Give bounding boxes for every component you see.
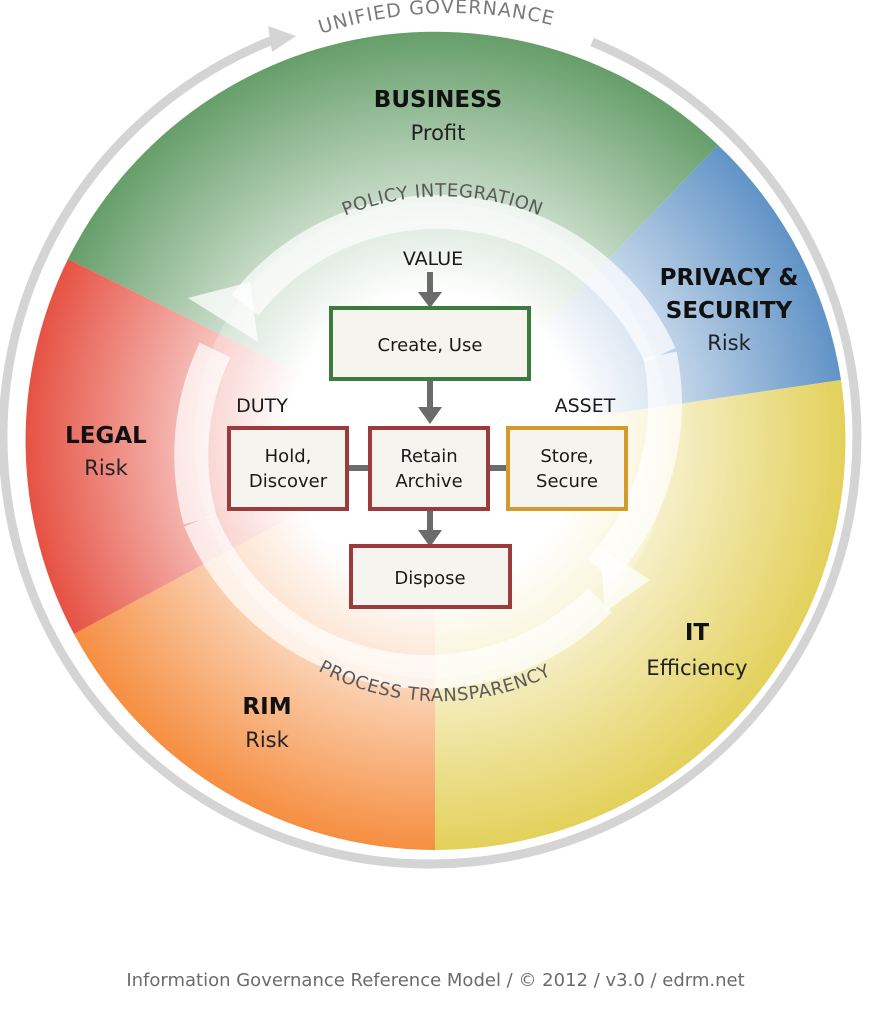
box-hold-discover-frame — [227, 426, 349, 511]
box-store-secure: Store, Secure — [506, 426, 628, 511]
box-create-use-frame — [329, 306, 531, 381]
box-retain-archive-frame — [368, 426, 490, 511]
box-dispose: Dispose — [349, 544, 512, 609]
box-retain-archive-line-2: Archive — [395, 471, 462, 492]
box-retain-archive-line-1: Retain — [400, 446, 457, 467]
box-create-use-text: Create, Use — [378, 335, 483, 356]
value-arrowhead — [418, 292, 442, 308]
box-hold-discover-line-1: Hold, — [265, 446, 312, 467]
legal-subtitle: Risk — [84, 456, 128, 480]
box-hold-discover: Hold, Discover — [227, 426, 349, 511]
inner-ring-arc-left — [174, 342, 231, 525]
outer-ring-arrowhead — [268, 26, 296, 52]
inner-ring-arc-right — [587, 351, 682, 582]
inner-ring-arc-bottom — [184, 513, 613, 689]
box-dispose-frame — [349, 544, 512, 609]
it-title: IT — [685, 620, 710, 646]
it-subtitle: Efficiency — [646, 656, 747, 680]
inner-ring-arc-top — [231, 194, 676, 363]
outer-ring-arc-left — [0, 33, 862, 869]
sector-rim — [74, 440, 435, 850]
duty-label: DUTY — [236, 395, 288, 417]
privacy-title-line-1: PRIVACY & — [660, 265, 799, 291]
box-create-use: Create, Use — [329, 306, 531, 381]
box-hold-discover-line-2: Discover — [249, 471, 328, 492]
sector-labels: BUSINESS Profit PRIVACY & SECURITY Risk … — [65, 87, 798, 752]
privacy-subtitle: Risk — [707, 331, 751, 355]
footer-caption: Information Governance Reference Model /… — [126, 970, 745, 991]
rim-subtitle: Risk — [245, 728, 289, 752]
sectors — [25, 31, 846, 851]
box-dispose-text: Dispose — [394, 568, 465, 589]
business-title: BUSINESS — [374, 87, 502, 113]
inner-ring-arrowhead-bottom-right — [600, 548, 650, 612]
box-store-secure-frame — [506, 426, 628, 511]
box-store-secure-line-1: Store, — [540, 446, 593, 467]
privacy-title-line-2: SECURITY — [666, 298, 793, 324]
inner-ring: POLICY INTEGRATION PROCESS TRANSPARENCY — [174, 180, 682, 706]
flow-connectors — [347, 272, 508, 547]
inner-ring-arrowhead-top-left — [188, 282, 258, 342]
box-store-secure-line-2: Secure — [536, 471, 598, 492]
asset-label: ASSET — [555, 395, 616, 417]
create-retain-arrowhead — [418, 407, 442, 424]
sector-business — [68, 31, 718, 440]
rim-title: RIM — [242, 694, 291, 720]
box-retain-archive: Retain Archive — [368, 426, 490, 511]
value-label: VALUE — [403, 248, 463, 270]
legal-title: LEGAL — [65, 423, 147, 449]
retain-dispose-arrowhead — [418, 530, 442, 547]
business-subtitle: Profit — [411, 121, 466, 145]
